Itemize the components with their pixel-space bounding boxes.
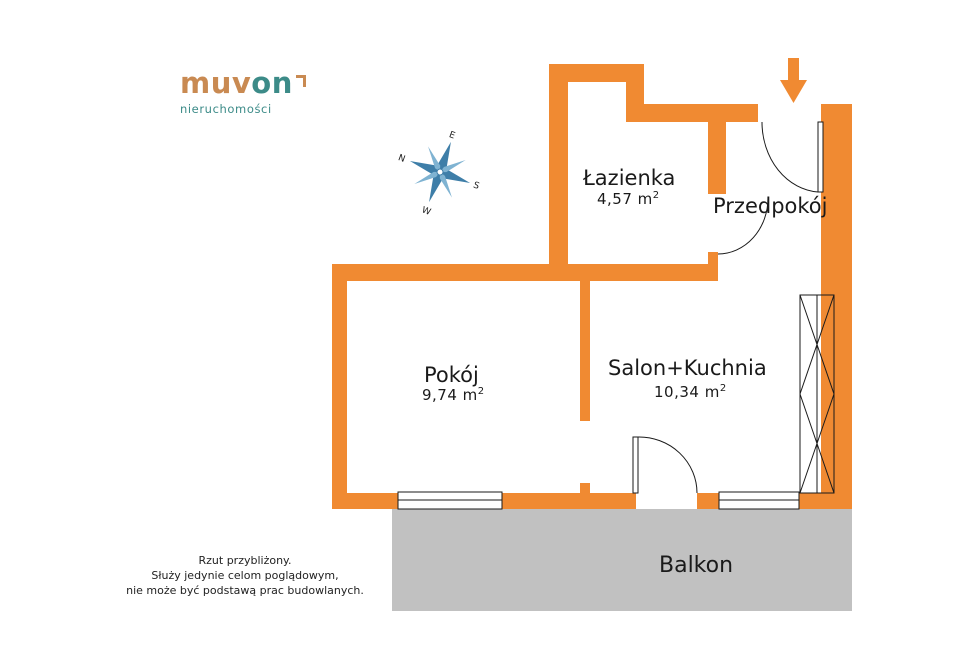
logo-mark-icon (295, 75, 306, 87)
window-pokoj (397, 491, 503, 510)
compass-label-n: N (397, 153, 407, 165)
window-salon (718, 491, 800, 510)
logo-tagline: nieruchomości (180, 102, 272, 116)
bathroom-door (717, 197, 769, 255)
room-area-pokoj: 9,74 m2 (422, 386, 485, 404)
disclaimer-line-1: Rzut przybliżony. (198, 554, 292, 567)
compass-label-w: W (420, 205, 432, 217)
brand-logo: muvon nieruchomości (180, 66, 306, 116)
disclaimer-line-2: Służy jedynie celom poglądowym, (151, 569, 339, 582)
room-area-salon-value: 10,34 m (654, 383, 720, 401)
room-area-salon-exp: 2 (719, 383, 727, 394)
room-area-lazienka: 4,57 m2 (597, 190, 660, 208)
compass-rose-icon: E S N W (397, 130, 481, 218)
room-area-salon: 10,34 m2 (654, 383, 727, 401)
compass-label-s: S (472, 181, 481, 192)
disclaimer: Rzut przybliżony. Służy jedynie celom po… (100, 553, 390, 598)
walls (332, 64, 852, 509)
logo-part-2: on (251, 66, 293, 100)
room-name-balkon: Balkon (659, 553, 734, 578)
wardrobe (799, 294, 835, 494)
logo-wordmark: muvon (180, 66, 306, 100)
compass-label-e: E (448, 130, 457, 141)
room-name-przedpokoj: Przedpokój (713, 194, 828, 218)
balcony-area (392, 509, 852, 611)
entrance-door (761, 121, 824, 193)
logo-part-1: muv (180, 66, 252, 100)
room-area-lazienka-value: 4,57 m (597, 190, 653, 208)
room-name-lazienka: Łazienka (583, 166, 676, 190)
room-name-pokoj: Pokój (424, 363, 479, 387)
room-area-lazienka-exp: 2 (652, 190, 660, 201)
entrance-arrow-icon (780, 58, 807, 103)
balcony-door (632, 436, 698, 494)
room-area-pokoj-exp: 2 (477, 386, 485, 397)
room-name-salon: Salon+Kuchnia (608, 356, 767, 380)
room-area-pokoj-value: 9,74 m (422, 386, 478, 404)
disclaimer-line-3: nie może być podstawą prac budowlanych. (126, 584, 364, 597)
